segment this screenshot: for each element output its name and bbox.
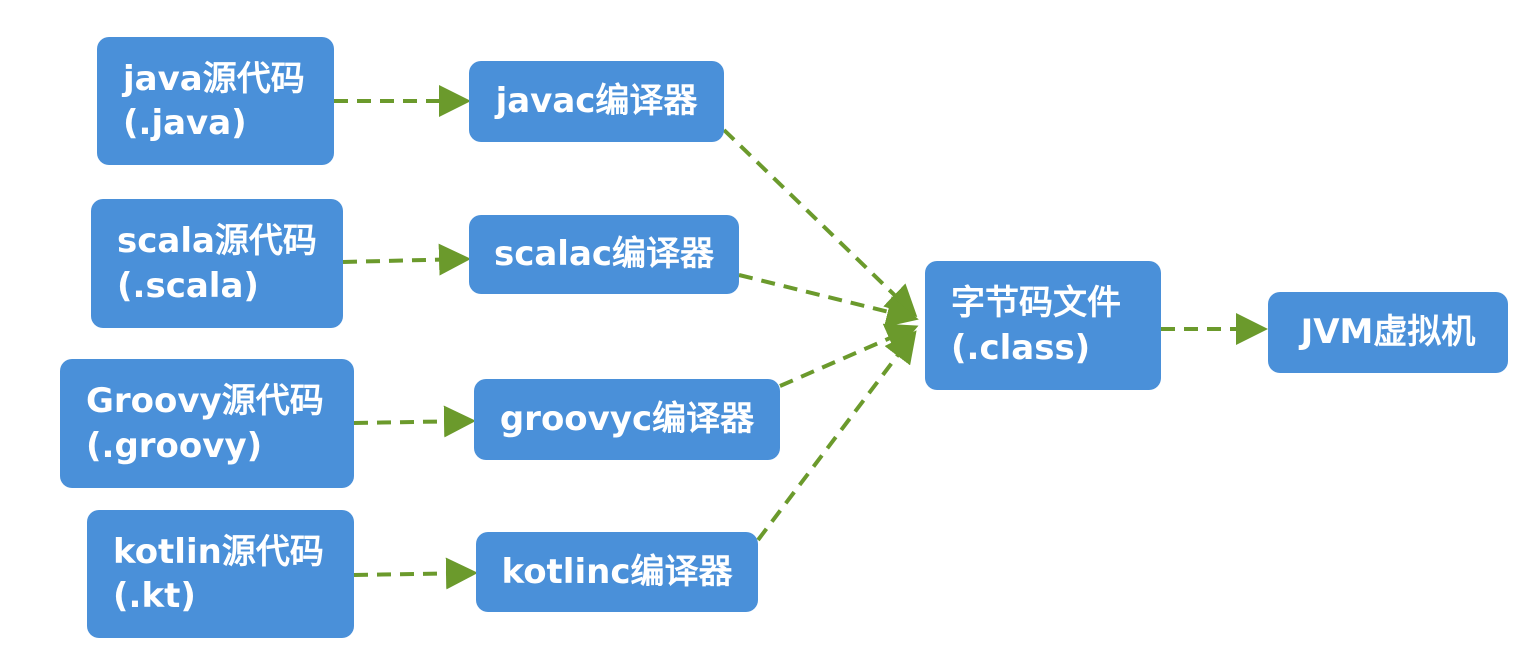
- node-jvm: JVM虚拟机: [1268, 292, 1508, 373]
- node-javac-compiler-label: javac编译器: [495, 81, 698, 122]
- node-kotlinc-compiler: kotlinc编译器: [476, 532, 758, 612]
- node-java-source-ext: (.java): [123, 103, 247, 143]
- edge-scala-to-scalac: [342, 243, 471, 276]
- node-java-source: java源代码 (.java): [97, 37, 334, 165]
- node-groovyc-compiler-label: groovyc编译器: [499, 399, 755, 440]
- node-groovy-source-ext: (.groovy): [86, 425, 263, 466]
- edge-groovyc-to-bytecode: [779, 323, 919, 388]
- node-bytecode-file-ext: (.class): [951, 327, 1091, 368]
- node-kotlin-source-ext: (.kt): [113, 576, 196, 616]
- node-scala-source: scala源代码 (.scala): [91, 199, 343, 328]
- node-scalac-compiler: scalac编译器: [469, 215, 739, 294]
- node-scalac-compiler-label: scalac编译器: [493, 234, 715, 275]
- node-bytecode-file-name: 字节码文件: [951, 283, 1121, 324]
- node-java-source-name: java源代码: [123, 58, 305, 99]
- node-groovy-source: Groovy源代码 (.groovy): [60, 359, 354, 488]
- edge-kotlin-to-kotlinc: [353, 557, 478, 590]
- node-scala-source-ext: (.scala): [117, 265, 259, 306]
- edge-groovy-to-groovyc: [353, 405, 476, 438]
- edge-javac-to-bytecode: [722, 128, 918, 318]
- node-kotlin-source-name: kotlin源代码: [113, 531, 324, 572]
- node-groovyc-compiler: groovyc编译器: [474, 379, 780, 460]
- node-kotlinc-compiler-label: kotlinc编译器: [501, 551, 733, 592]
- node-kotlin-source: kotlin源代码 (.kt): [87, 510, 354, 638]
- node-scala-source-name: scala源代码: [117, 221, 317, 262]
- node-groovy-source-name: Groovy源代码: [86, 381, 324, 422]
- edge-scalac-to-bytecode: [738, 273, 919, 328]
- node-jvm-label: JVM虚拟机: [1300, 312, 1476, 353]
- node-bytecode-file: 字节码文件 (.class): [925, 261, 1161, 390]
- node-javac-compiler: javac编译器: [469, 61, 724, 142]
- edge-kotlinc-to-bytecode: [756, 330, 917, 542]
